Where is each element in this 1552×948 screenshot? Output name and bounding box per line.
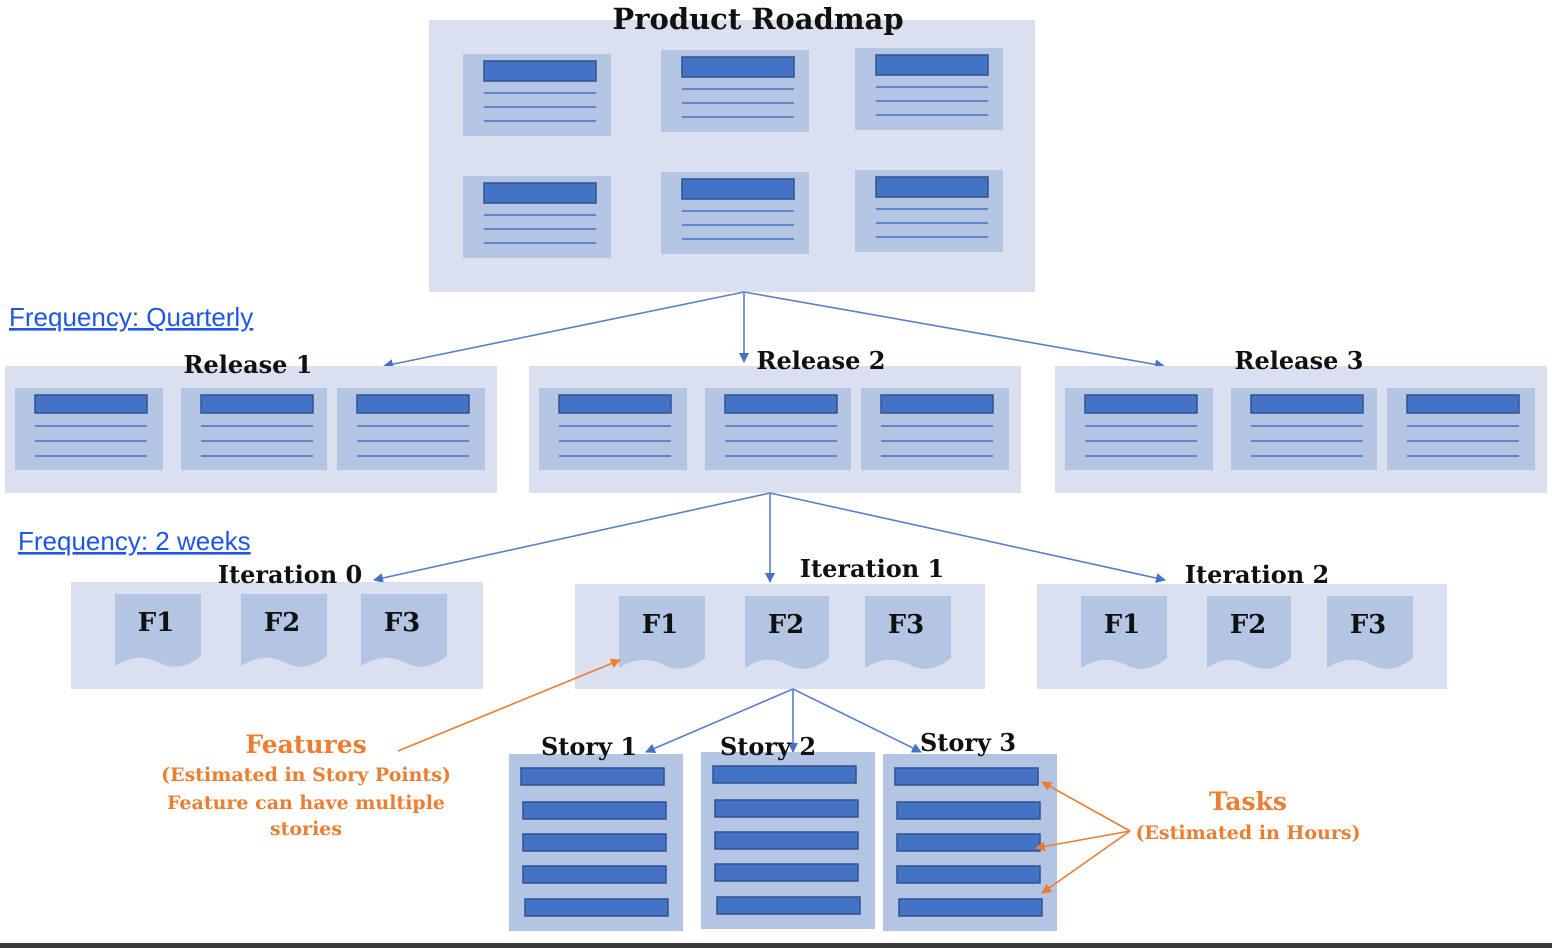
release-card [15, 388, 163, 470]
task-bar [716, 896, 861, 915]
roadmap-card [463, 176, 611, 258]
feature-label: F1 [642, 610, 679, 640]
feature-label: F1 [138, 608, 175, 638]
frequency-two-weeks-link[interactable]: Frequency: 2 weeks [18, 526, 251, 556]
task-bar [522, 833, 667, 852]
feature-label: F1 [1104, 610, 1141, 640]
feature-card: F3 [1327, 596, 1413, 669]
roadmap-card [661, 172, 809, 254]
task-bar [896, 833, 1041, 852]
iteration-panel-2: F1 F2 F3 [1037, 584, 1447, 689]
feature-card: F3 [361, 594, 447, 667]
features-annotation-line2: Feature can have multiple [167, 792, 445, 814]
feature-label: F3 [888, 610, 925, 640]
release-label-2: Release 2 [757, 346, 886, 375]
iteration-label-1: Iteration 1 [800, 554, 945, 583]
feature-card: F2 [241, 594, 327, 667]
iteration-panel-1: F1 F2 F3 [575, 584, 985, 689]
roadmap-card [855, 170, 1003, 252]
feature-label: F2 [768, 610, 805, 640]
task-bar [714, 831, 859, 850]
roadmap-card [855, 48, 1003, 130]
task-bar [714, 799, 859, 818]
release-card [1231, 388, 1377, 470]
feature-card: F2 [745, 596, 829, 669]
task-bar [712, 765, 857, 784]
feature-label: F2 [1230, 610, 1267, 640]
task-bar [896, 801, 1041, 820]
release-card [1387, 388, 1535, 470]
release-card [705, 388, 851, 470]
release-label-3: Release 3 [1235, 346, 1364, 375]
release-card [539, 388, 687, 470]
feature-label: F2 [264, 608, 301, 638]
release-panel-2 [529, 366, 1021, 493]
release-card [181, 388, 327, 470]
tasks-annotation-title: Tasks [1209, 787, 1287, 816]
story-panel-3 [883, 754, 1057, 931]
story-panel-1 [509, 754, 683, 931]
release-card [337, 388, 485, 470]
story-label-3: Story 3 [920, 728, 1016, 757]
release-panel-1 [5, 366, 497, 493]
tasks-annotation-arrows [1035, 781, 1131, 894]
story-label-2: Story 2 [720, 732, 816, 761]
task-bar [522, 865, 667, 884]
feature-card: F2 [1207, 596, 1291, 669]
release-connectors [373, 492, 1166, 583]
roadmap-card [463, 54, 611, 136]
release-panel-3 [1055, 366, 1547, 493]
bottom-divider [0, 943, 1552, 948]
task-bar [524, 898, 669, 917]
feature-label: F3 [1350, 610, 1387, 640]
roadmap-title: Product Roadmap [612, 2, 903, 36]
roadmap-connectors [383, 291, 1165, 370]
iteration-label-0: Iteration 0 [218, 560, 363, 589]
frequency-quarterly-link[interactable]: Frequency: Quarterly [9, 302, 253, 332]
tasks-annotation-line1: (Estimated in Hours) [1135, 822, 1360, 844]
feature-card: F3 [865, 596, 951, 669]
task-bar [520, 767, 665, 786]
task-bar [894, 767, 1039, 786]
roadmap-card [661, 50, 809, 132]
feature-label: F3 [384, 608, 421, 638]
release-label-1: Release 1 [184, 350, 313, 379]
features-annotation-line3: stories [270, 818, 342, 840]
release-card [861, 388, 1009, 470]
features-annotation-arrow [397, 658, 621, 752]
features-annotation-title: Features [245, 730, 366, 759]
task-bar [522, 801, 667, 820]
iteration-label-2: Iteration 2 [1185, 560, 1330, 589]
task-bar [898, 898, 1043, 917]
roadmap-panel [429, 20, 1035, 292]
task-bar [896, 865, 1041, 884]
task-bar [714, 863, 859, 882]
release-card [1065, 388, 1213, 470]
story-panel-2 [701, 752, 875, 929]
iteration-panel-0: F1 F2 F3 [71, 582, 483, 689]
feature-card: F1 [1081, 596, 1167, 669]
iteration-connectors [645, 688, 922, 754]
feature-card: F1 [619, 596, 705, 669]
story-label-1: Story 1 [541, 732, 637, 761]
feature-card: F1 [115, 594, 201, 667]
features-annotation-line1: (Estimated in Story Points) [161, 764, 451, 786]
